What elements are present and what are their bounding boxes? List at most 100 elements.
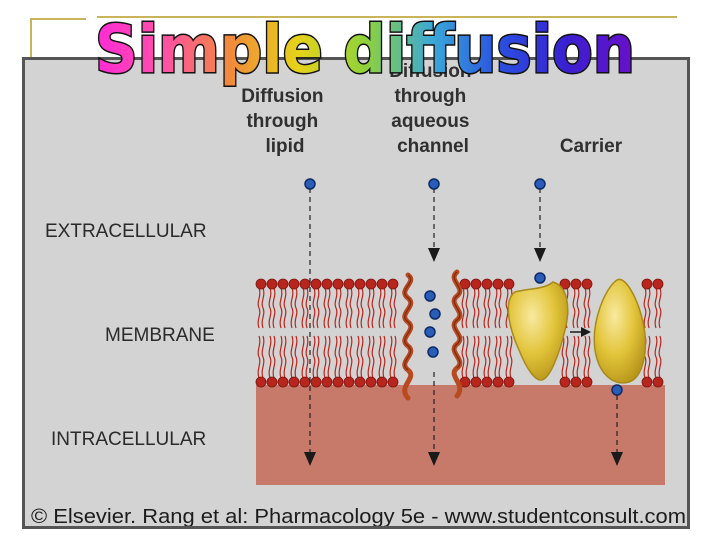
lipid-tail [305,335,309,379]
title-decoration-side [30,18,32,60]
carrier-column-header: Carrier [560,136,623,157]
lipid-tail [261,335,265,379]
lipid-tail [268,287,272,329]
lipid-tail [323,287,327,329]
lipid-tail [312,335,316,379]
lipid-head [310,376,322,388]
channel-path-arrowhead-upper [428,248,440,262]
lipid-tail [283,335,287,379]
lipid-tail [371,287,375,329]
lipid-head [559,376,571,388]
lipid-tail [465,287,469,329]
lipid-tail [461,335,465,379]
lipid-head [641,376,653,388]
lipid-tail [476,287,480,329]
lipid-tail [334,335,338,379]
copyright-credit: © Elsevier. Rang et al: Pharmacology 5e … [31,506,686,526]
lipid-tail [360,287,364,329]
lipid-tail [393,335,397,379]
lipid-tail [382,335,386,379]
carrier-bound-molecule-outside [534,272,546,284]
lipid-tail [356,287,360,329]
lipid-tail [393,287,397,329]
lipid-tail [305,287,309,329]
channel-helix-left-outline [404,274,412,371]
lipid-tail [658,335,662,379]
lipid-tail [647,287,651,329]
lipid-tail [572,335,576,379]
lipid-tail [483,335,487,379]
lipid-head [299,376,311,388]
title-decoration-line [97,16,677,18]
lipid-head [470,278,482,290]
lipid-tail [257,287,261,329]
lipid-head [581,278,593,290]
lipid-tail [290,287,294,329]
lipid-tail [494,287,498,329]
lipid-tail [327,287,331,329]
lipid-head [492,278,504,290]
lipid-tail [294,335,298,379]
lipid-tail [476,335,480,379]
title-decoration-corner [30,18,86,20]
lipid-tail [367,335,371,379]
lipid-tail [498,335,502,379]
lipid-head [343,278,355,290]
lipid-tail [654,287,658,329]
channel-column-header: Diffusion through aqueous channel [389,61,477,157]
lipid-tail [389,335,393,379]
lipid-head [492,376,504,388]
lipid-tail [461,287,465,329]
lipid-tail [389,287,393,329]
lipid-tail [327,335,331,379]
carrier-solute-molecule [534,178,546,190]
lipid-head [503,376,515,388]
lipid-head [321,376,333,388]
lipid-tail [272,335,276,379]
lipid-tail [505,335,509,379]
lipid-tail [378,335,382,379]
carrier-protein-open-inside [593,278,647,384]
lipid-head [481,376,493,388]
lipid-tail [367,287,371,329]
lipid-head [376,376,388,388]
lipid-tail [472,287,476,329]
membrane-label: MEMBRANE [105,325,215,346]
lipid-head [332,278,344,290]
lipid-head [559,278,571,290]
lipid-tail [572,287,576,329]
channel-molecule-1 [424,290,436,302]
lipid-tail [261,287,265,329]
lipid-tail [382,287,386,329]
lipid-head [277,278,289,290]
lipid-tail [583,335,587,379]
lipid-head [459,278,471,290]
lipid-head [266,376,278,388]
lipid-tail [345,287,349,329]
extracellular-label: EXTRACELLULAR [45,221,207,242]
lipid-head [503,278,515,290]
lipid-tail [349,335,353,379]
lipid-head [288,376,300,388]
lipid-head [652,376,664,388]
lipid-tail [647,335,651,379]
channel-helix-right-outline [453,271,461,369]
channel-solute-molecule [428,178,440,190]
lipid-head [470,376,482,388]
lipid-tail [279,335,283,379]
lipid-head [277,376,289,388]
page-title: Simple diffusion [95,11,635,88]
channel-molecule-4 [427,346,439,358]
lipid-tail [268,335,272,379]
carrier-path-arrowhead-lower [611,452,623,466]
lipid-head [332,376,344,388]
lipid-head [376,278,388,290]
channel-helix-right [451,269,463,399]
lipid-head [365,376,377,388]
lipid-tail [323,335,327,379]
lipid-tail [487,287,491,329]
lipid-solute-molecule [304,178,316,190]
lipid-tail [561,335,565,379]
carrier-bound-molecule-inside [611,384,623,396]
lipid-tail [345,335,349,379]
